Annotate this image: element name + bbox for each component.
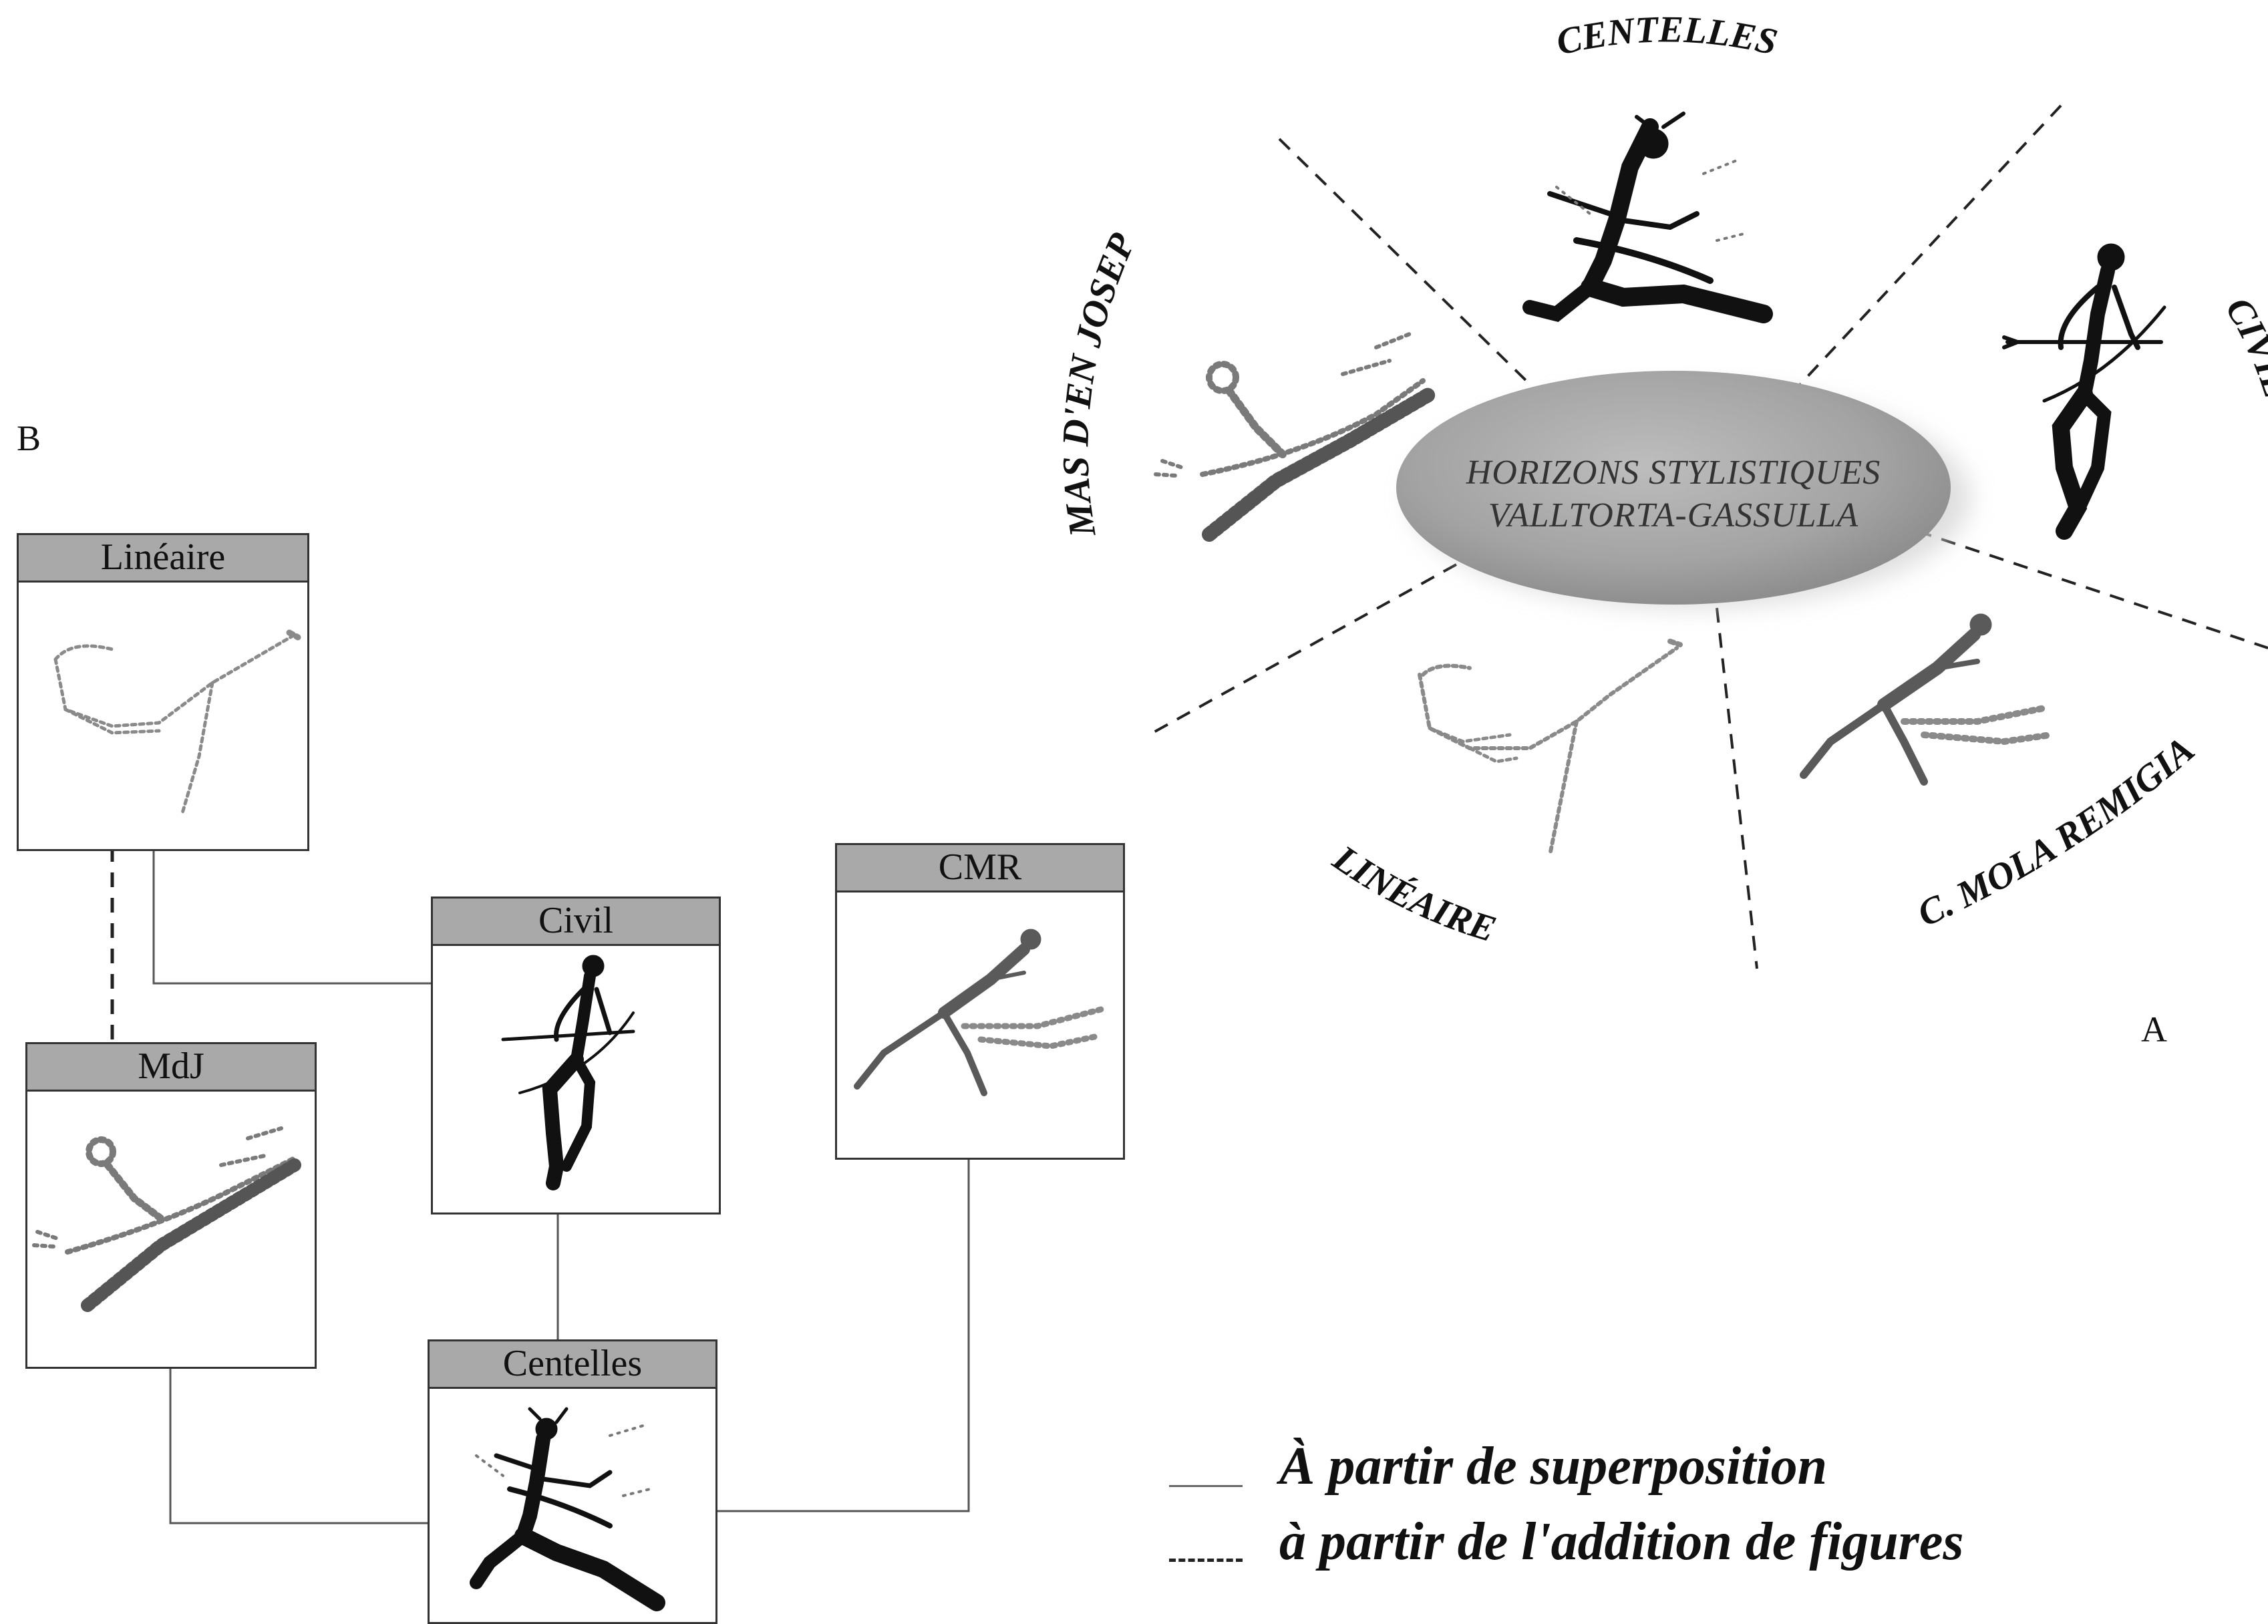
figure-mas-wheel [1154, 332, 1437, 542]
box-centelles: Centelles [428, 1339, 717, 1624]
solid-link-lineaire-civil [152, 847, 431, 985]
box-lineaire-title: Linéaire [19, 535, 307, 583]
panel-b-label: B [17, 418, 41, 458]
figure-centelles-icon [470, 1407, 665, 1611]
box-mdj-title: MdJ [27, 1044, 315, 1092]
box-cmr: CMR [835, 843, 1125, 1160]
figure-centelles-wheel [1522, 112, 1773, 323]
box-centelles-title: Centelles [430, 1341, 715, 1389]
box-civil: Civil [431, 897, 721, 1214]
divider-lineaire-mas [1148, 563, 1457, 736]
figure-cmr-icon [854, 929, 1104, 1096]
box-civil-title: Civil [433, 899, 719, 946]
figure-lineaire-icon [53, 629, 301, 815]
figure-civil-wheel [2002, 243, 2166, 540]
box-cmr-title: CMR [837, 845, 1123, 892]
figure-civil-icon [501, 955, 635, 1190]
legend-solid-label: À partir de superposition [1279, 1437, 1828, 1496]
legend-dashed-swatch [1169, 1559, 1243, 1562]
solid-link-mdj-centelles [169, 1365, 428, 1524]
center-ellipse [1396, 371, 1951, 605]
divider-mola-lineaire [1716, 607, 1758, 969]
figure-mdj-icon [32, 1126, 301, 1312]
solid-link-cmr-centelles [715, 1156, 970, 1512]
legend-dashed-label: à partir de l'addition de figures [1279, 1512, 1964, 1571]
panel-a-label: A [2141, 1009, 2167, 1049]
divider-centelles-civil [1799, 104, 2062, 385]
figure-mola-wheel [1800, 613, 2054, 786]
center-title-line1: HORIZONS STYLISTIQUES [1466, 454, 1881, 492]
figure-lineaire-wheel [1418, 639, 1683, 857]
box-lineaire: Linéaire [17, 533, 309, 851]
box-mdj: MdJ [25, 1042, 317, 1369]
sector-divider-lines [1148, 104, 2268, 969]
divider-civil-mola [1917, 530, 2268, 649]
divider-mas-centelles [1278, 138, 1534, 389]
legend-solid-swatch [1169, 1485, 1243, 1487]
center-title-line2: VALLTORTA-GASSULLA [1488, 496, 1859, 534]
